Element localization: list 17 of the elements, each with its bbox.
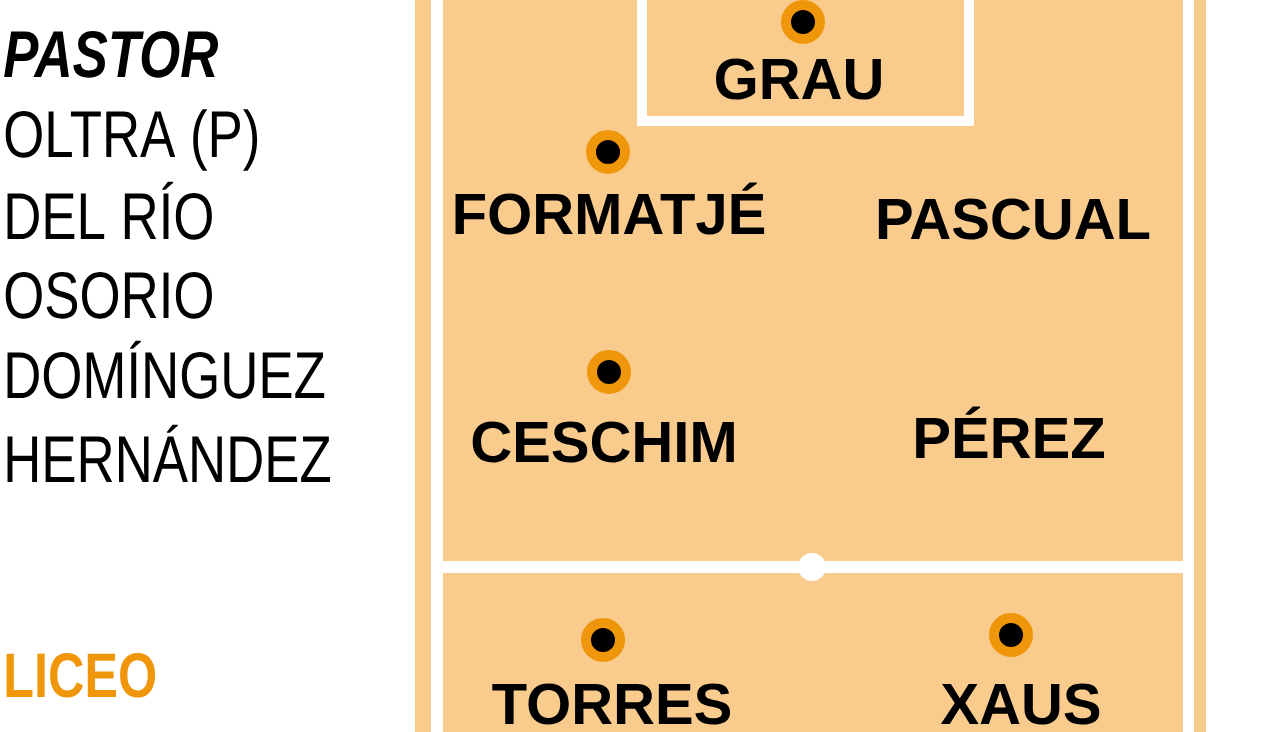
coach-name: PASTOR [4, 30, 218, 78]
player-name: GRAU [716, 58, 881, 100]
rink-half [443, 0, 1183, 561]
player-name: FORMATJÉ [455, 182, 765, 235]
player-name: PASCUAL [878, 198, 1150, 240]
player-name: XAUS [940, 683, 1100, 725]
player-name: HERNÁNDEZ [7, 424, 331, 482]
player-name: CESCHIM [472, 421, 734, 463]
player-name: OSORIO [5, 271, 212, 319]
player-name: OLTRA (P) [5, 109, 258, 171]
player-name: TORRES [492, 683, 731, 725]
player-name: DOMÍNGUEZ [7, 340, 325, 399]
player-name: PÉREZ [916, 406, 1104, 458]
rink-half [443, 573, 1183, 732]
team-name: LICEO [6, 653, 156, 698]
goal-area [637, 0, 974, 126]
player-name: DEL RÍO [7, 181, 212, 240]
